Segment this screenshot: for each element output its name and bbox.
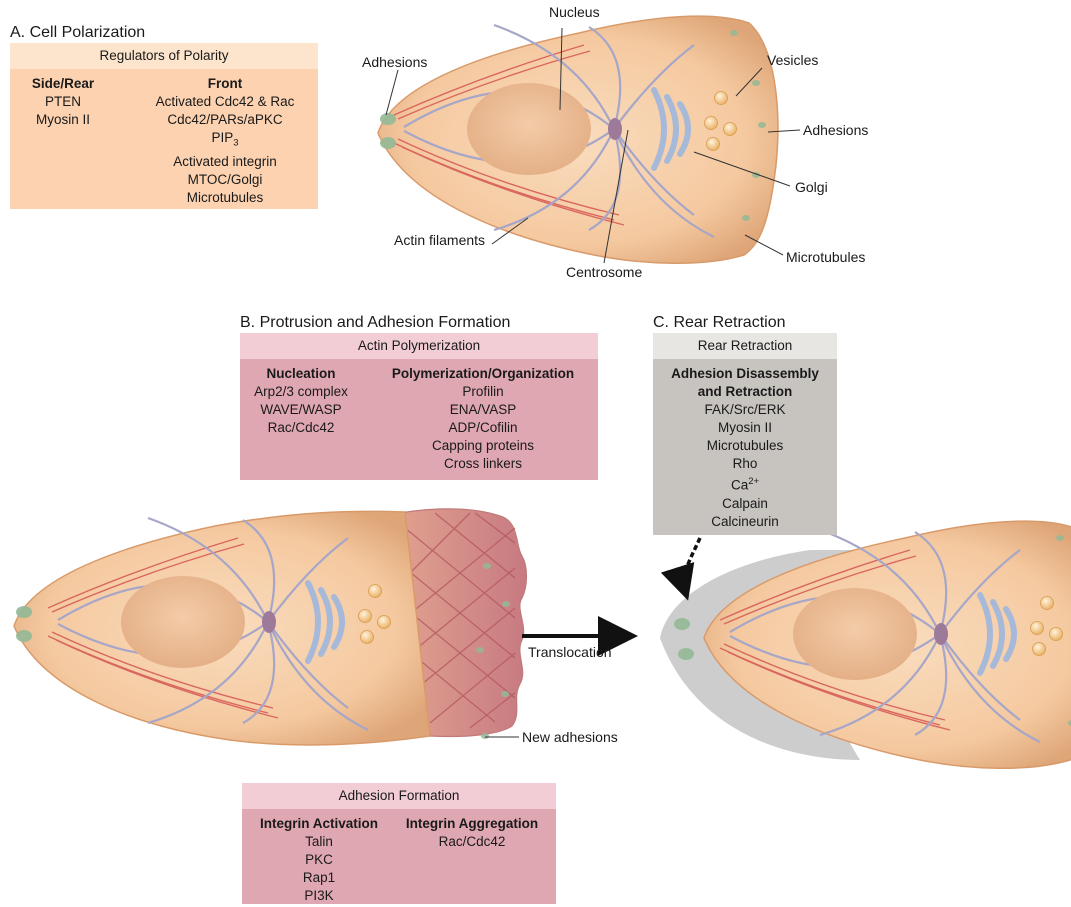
list-item: Profilin (374, 383, 592, 401)
actin-polymerization-box: Actin Polymerization Nucleation Arp2/3 c… (240, 333, 598, 480)
list-item: PTEN (18, 93, 108, 111)
section-c-title: C. Rear Retraction (653, 314, 786, 332)
adhesions-left-label: Adhesions (362, 54, 427, 70)
column-title: Nucleation (246, 365, 356, 383)
list-item: Cross linkers (374, 455, 592, 473)
list-item: Talin (246, 833, 392, 851)
integrin-activation-column: Integrin Activation Talin PKC Rap1 PI3K (246, 815, 392, 905)
list-item: Myosin II (18, 111, 108, 129)
list-item: Ca2+ (653, 473, 837, 495)
list-item: FAK/Src/ERK (653, 401, 837, 419)
adhesion-formation-box: Adhesion Formation Integrin Activation T… (242, 783, 556, 904)
column-title: Side/Rear (18, 75, 108, 93)
nucleation-column: Nucleation Arp2/3 complex WAVE/WASP Rac/… (246, 365, 356, 437)
column-title: Polymerization/Organization (374, 365, 592, 383)
polarized-cell (378, 16, 778, 263)
column-title: Front (140, 75, 310, 93)
translocation-label: Translocation (528, 644, 612, 660)
front-column: Front Activated Cdc42 & Rac Cdc42/PARs/a… (140, 75, 310, 207)
section-b-title: B. Protrusion and Adhesion Formation (240, 314, 510, 332)
list-item: Capping proteins (374, 437, 592, 455)
centrosome-label: Centrosome (566, 264, 642, 280)
list-item: PI3K (246, 887, 392, 905)
section-a-title: A. Cell Polarization (10, 24, 145, 42)
golgi-label: Golgi (795, 179, 828, 195)
list-item: Activated integrin (140, 153, 310, 171)
retracting-cell (660, 521, 1071, 768)
list-item: Microtubules (140, 189, 310, 207)
list-item: ENA/VASP (374, 401, 592, 419)
list-item: PIP3 (140, 129, 310, 153)
column-title: Adhesion Disassembly (653, 365, 837, 383)
new-adhesions-label: New adhesions (522, 729, 618, 745)
list-item: Calcineurin (653, 513, 837, 531)
list-item: Rac/Cdc42 (394, 833, 550, 851)
box-title: Rear Retraction (653, 333, 837, 359)
vesicles-label: Vesicles (767, 52, 818, 68)
adhesion-disassembly-column: Adhesion Disassembly and Retraction FAK/… (653, 365, 837, 531)
list-item: WAVE/WASP (246, 401, 356, 419)
list-item: Calpain (653, 495, 837, 513)
rear-retraction-box: Rear Retraction Adhesion Disassembly and… (653, 333, 837, 535)
microtubules-label: Microtubules (786, 249, 865, 265)
list-item: PKC (246, 851, 392, 869)
protruding-cell (14, 509, 527, 745)
actin-filaments-label: Actin filaments (394, 232, 485, 248)
list-item: Rho (653, 455, 837, 473)
nucleus-label: Nucleus (549, 4, 600, 20)
box-title: Adhesion Formation (242, 783, 556, 809)
retraction-arrow (684, 538, 700, 594)
list-item: Rap1 (246, 869, 392, 887)
column-title-cont: and Retraction (653, 383, 837, 401)
list-item: Arp2/3 complex (246, 383, 356, 401)
list-item: Rac/Cdc42 (246, 419, 356, 437)
integrin-aggregation-column: Integrin Aggregation Rac/Cdc42 (394, 815, 550, 851)
box-title: Regulators of Polarity (10, 43, 318, 69)
list-item: Microtubules (653, 437, 837, 455)
polarity-regulators-box: Regulators of Polarity Side/Rear PTEN My… (10, 43, 318, 209)
column-title: Integrin Activation (246, 815, 392, 833)
list-item: MTOC/Golgi (140, 171, 310, 189)
column-title: Integrin Aggregation (394, 815, 550, 833)
list-item: Myosin II (653, 419, 837, 437)
side-rear-column: Side/Rear PTEN Myosin II (18, 75, 108, 129)
list-item: Cdc42/PARs/aPKC (140, 111, 310, 129)
adhesions-right-label: Adhesions (803, 122, 868, 138)
polymerization-column: Polymerization/Organization Profilin ENA… (374, 365, 592, 473)
list-item: Activated Cdc42 & Rac (140, 93, 310, 111)
list-item: ADP/Cofilin (374, 419, 592, 437)
box-title: Actin Polymerization (240, 333, 598, 359)
